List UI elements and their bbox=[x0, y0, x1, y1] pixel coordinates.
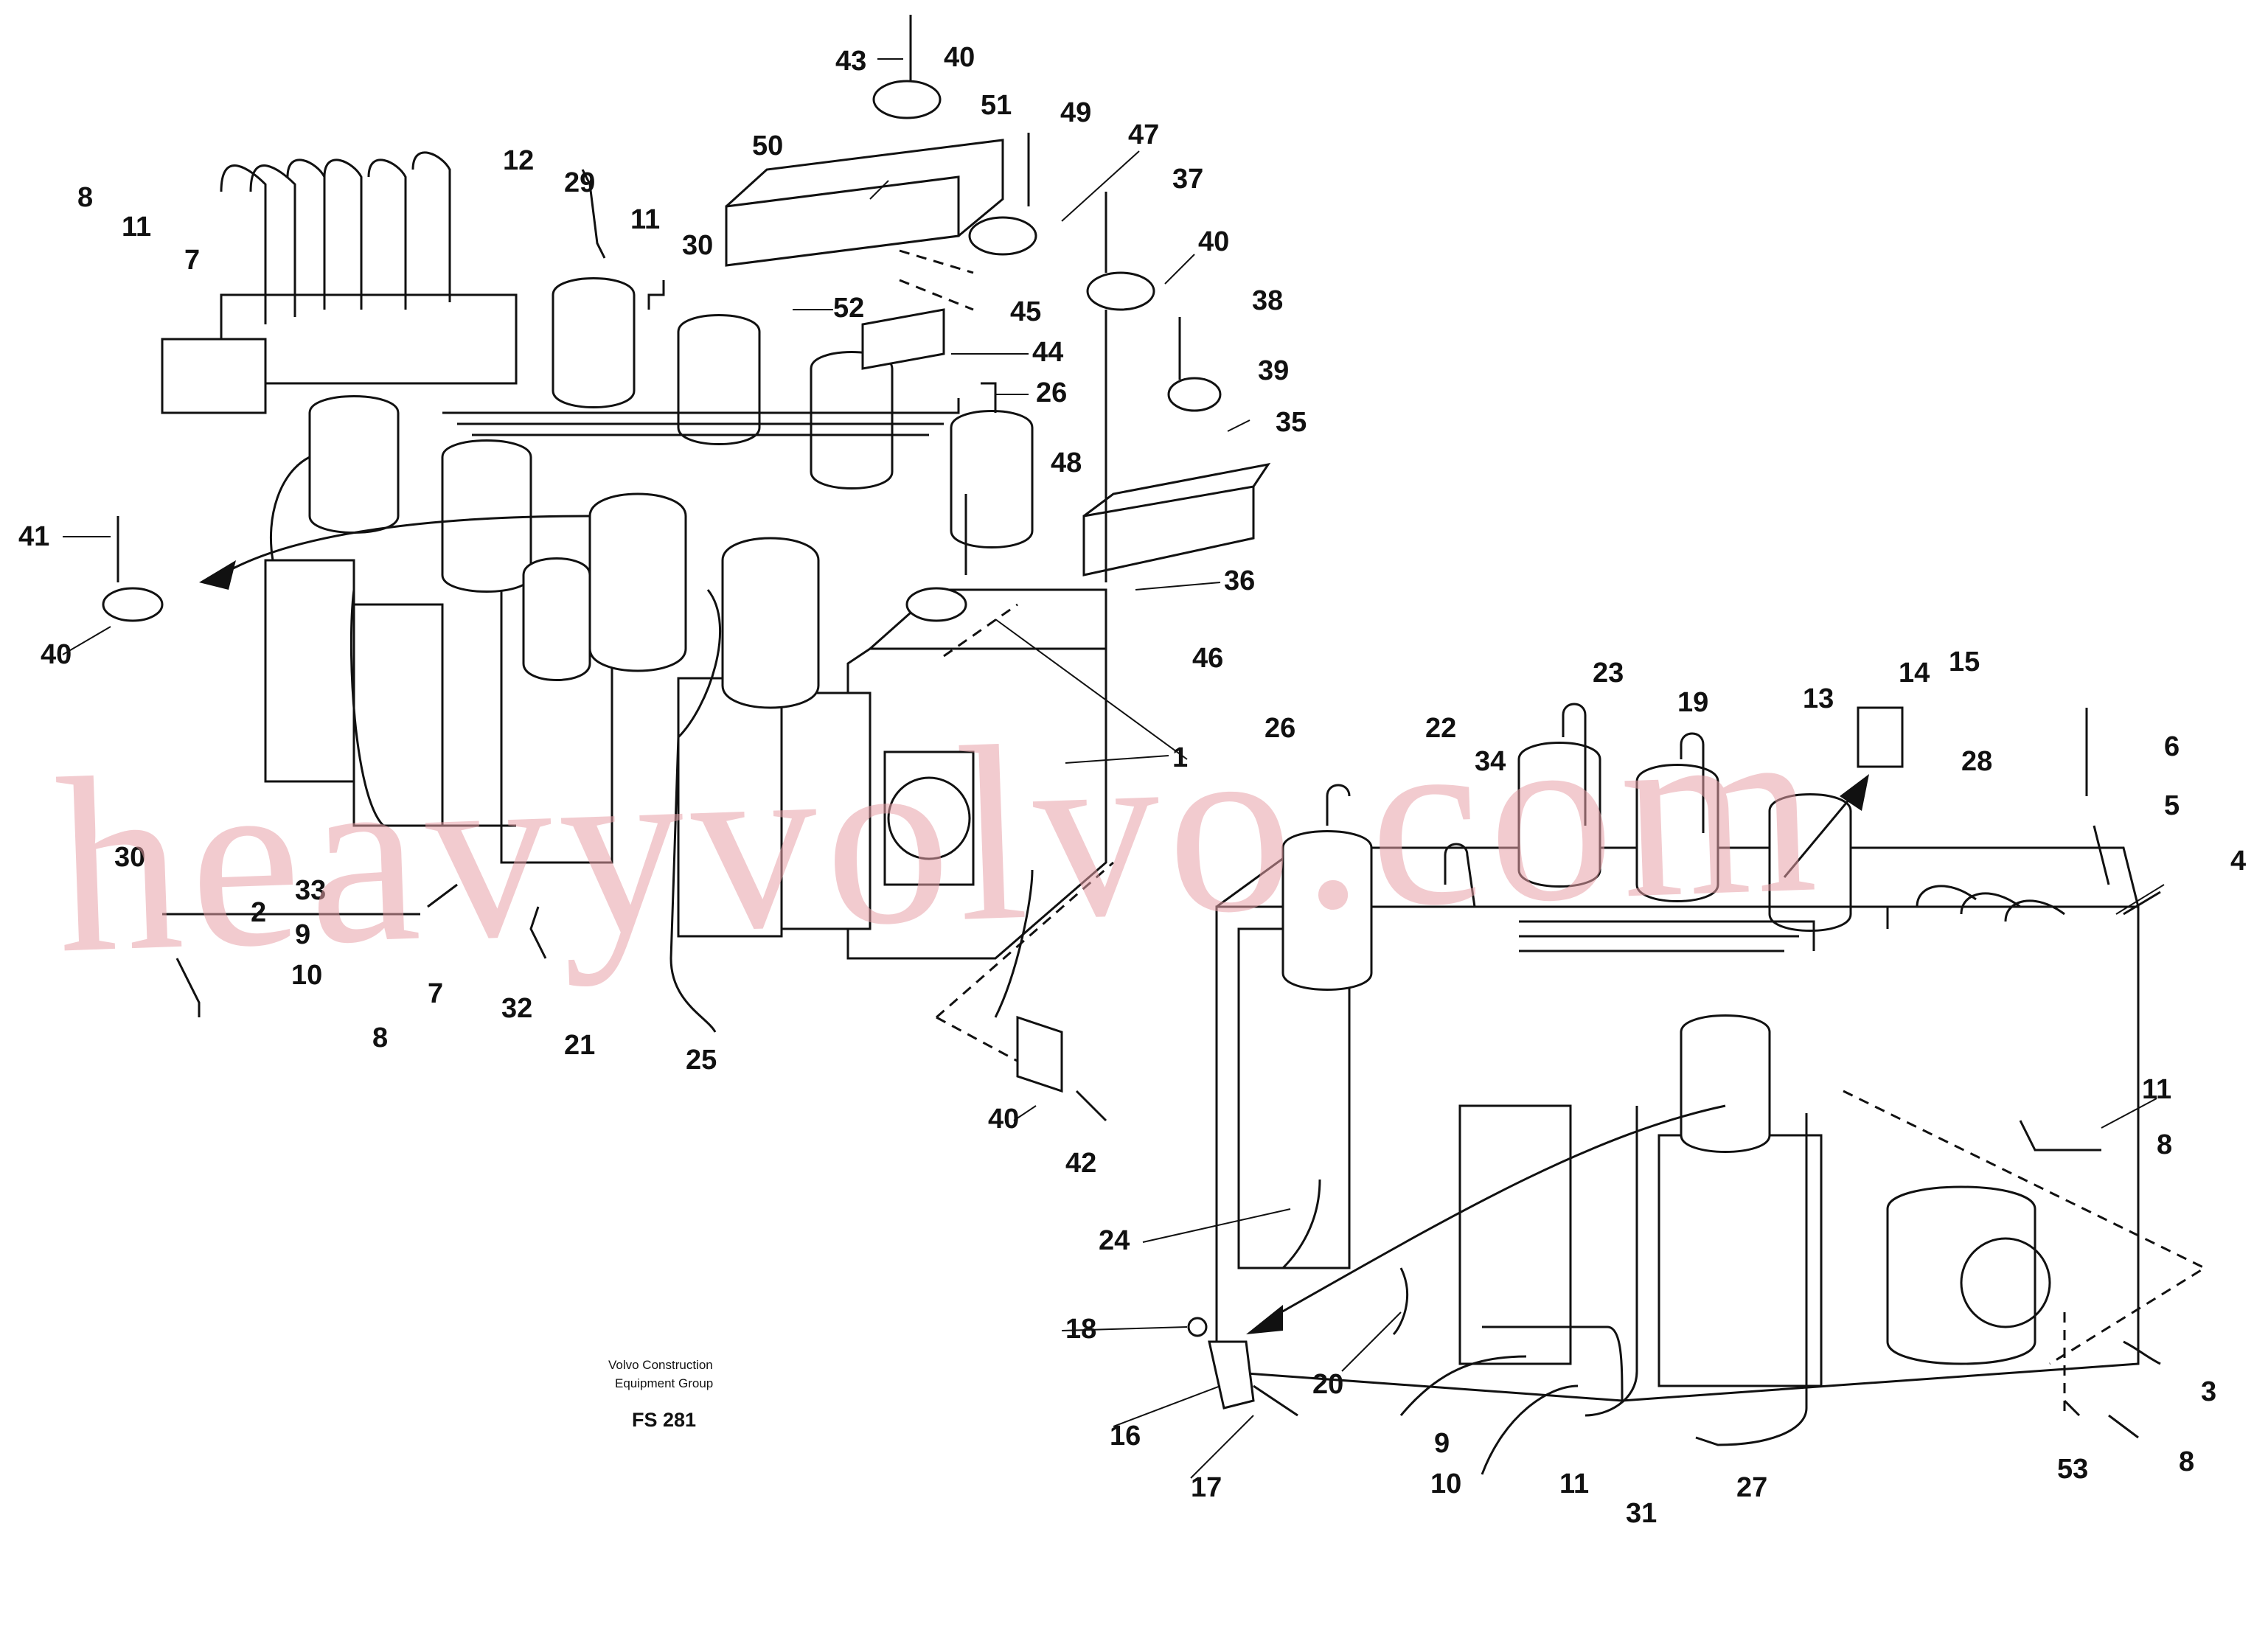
callout-label: 39 bbox=[1258, 355, 1289, 386]
callout-label: 33 bbox=[295, 875, 326, 906]
callout-label: 51 bbox=[981, 90, 1012, 121]
callout-labels: 43 40 51 49 47 37 50 12 29 11 30 8 11 7 … bbox=[18, 42, 2246, 1529]
callout-label: 10 bbox=[1430, 1469, 1461, 1499]
callout-label: 2 bbox=[251, 897, 266, 928]
callout-label: 44 bbox=[1032, 337, 1063, 368]
callout-label: 53 bbox=[2057, 1454, 2088, 1485]
callout-label: 11 bbox=[630, 204, 660, 235]
left-valve-assembly bbox=[161, 151, 1114, 1070]
exploded-parts-left bbox=[102, 15, 1271, 1122]
callout-label: 9 bbox=[1434, 1428, 1450, 1459]
leader-lines bbox=[62, 58, 2165, 1479]
callout-label: 7 bbox=[428, 978, 443, 1009]
callout-label: 1 bbox=[1172, 742, 1188, 773]
callout-label: 21 bbox=[564, 1030, 595, 1061]
callout-label: 9 bbox=[295, 919, 310, 950]
callout-label: 41 bbox=[18, 521, 49, 552]
callout-label: 27 bbox=[1736, 1472, 1767, 1503]
callout-label: 24 bbox=[1099, 1225, 1130, 1256]
callout-label: 17 bbox=[1191, 1472, 1222, 1503]
callout-label: 29 bbox=[564, 167, 595, 198]
callout-label: 37 bbox=[1172, 164, 1203, 195]
callout-label: 25 bbox=[686, 1045, 717, 1076]
callout-label: 5 bbox=[2164, 790, 2180, 821]
callout-label: 36 bbox=[1224, 565, 1255, 596]
callout-label: 42 bbox=[1065, 1148, 1096, 1179]
right-sweep-arrow bbox=[1246, 774, 1869, 1334]
callout-label: 46 bbox=[1192, 643, 1223, 674]
callout-label: 13 bbox=[1803, 683, 1834, 714]
callout-label: 47 bbox=[1128, 119, 1159, 150]
callout-label: 20 bbox=[1312, 1369, 1343, 1400]
callout-label: 8 bbox=[2179, 1446, 2194, 1477]
callout-label: 31 bbox=[1626, 1498, 1657, 1529]
callout-label: 30 bbox=[682, 230, 713, 261]
callout-label: 7 bbox=[184, 245, 200, 276]
callout-label: 8 bbox=[372, 1022, 388, 1053]
callout-label: 16 bbox=[1110, 1421, 1141, 1452]
callout-label: 8 bbox=[2157, 1129, 2172, 1160]
callout-label: 4 bbox=[2230, 846, 2246, 877]
callout-label: 45 bbox=[1010, 296, 1041, 327]
callout-label: 48 bbox=[1051, 447, 1082, 478]
callout-label: 10 bbox=[291, 960, 322, 991]
callout-label: 6 bbox=[2164, 731, 2180, 762]
callout-label: 15 bbox=[1949, 647, 1980, 677]
callout-label: 12 bbox=[503, 145, 534, 176]
callout-label: 11 bbox=[2142, 1074, 2171, 1105]
callout-label: 40 bbox=[988, 1104, 1019, 1135]
callout-label: 19 bbox=[1677, 687, 1708, 718]
callout-label: 43 bbox=[835, 46, 866, 77]
callout-label: 34 bbox=[1475, 746, 1506, 777]
drawing-caption: Volvo Construction Equipment Group FS 28… bbox=[608, 1358, 713, 1431]
left-sweep-arrow bbox=[199, 515, 591, 590]
watermark: heavyvolvo.com bbox=[52, 666, 1827, 1006]
callout-label: 38 bbox=[1252, 285, 1283, 316]
caption-company-line2: Equipment Group bbox=[615, 1376, 713, 1390]
callout-label: 40 bbox=[1198, 226, 1229, 257]
callout-label: 3 bbox=[2201, 1376, 2216, 1407]
figure-code: FS 281 bbox=[632, 1409, 696, 1431]
callout-label: 26 bbox=[1265, 713, 1295, 744]
callout-label: 35 bbox=[1276, 407, 1307, 438]
clip-part bbox=[1187, 1317, 1298, 1417]
callout-label: 14 bbox=[1899, 658, 1930, 689]
callout-label: 22 bbox=[1425, 713, 1456, 744]
callout-label: 26 bbox=[1036, 377, 1067, 408]
callout-label: 11 bbox=[1559, 1469, 1589, 1499]
callout-label: 28 bbox=[1961, 746, 1992, 777]
callout-label: 49 bbox=[1060, 97, 1091, 128]
callout-label: 23 bbox=[1593, 658, 1624, 689]
right-valve-assembly bbox=[1215, 703, 2208, 1475]
callout-label: 50 bbox=[752, 130, 783, 161]
callout-label: 52 bbox=[833, 293, 864, 324]
callout-label: 40 bbox=[41, 639, 72, 670]
callout-label: 30 bbox=[114, 842, 145, 873]
callout-label: 11 bbox=[122, 212, 151, 243]
callout-label: 32 bbox=[501, 993, 532, 1024]
caption-company-line1: Volvo Construction bbox=[608, 1358, 713, 1372]
callout-label: 8 bbox=[77, 182, 93, 213]
callout-label: 40 bbox=[944, 42, 975, 73]
